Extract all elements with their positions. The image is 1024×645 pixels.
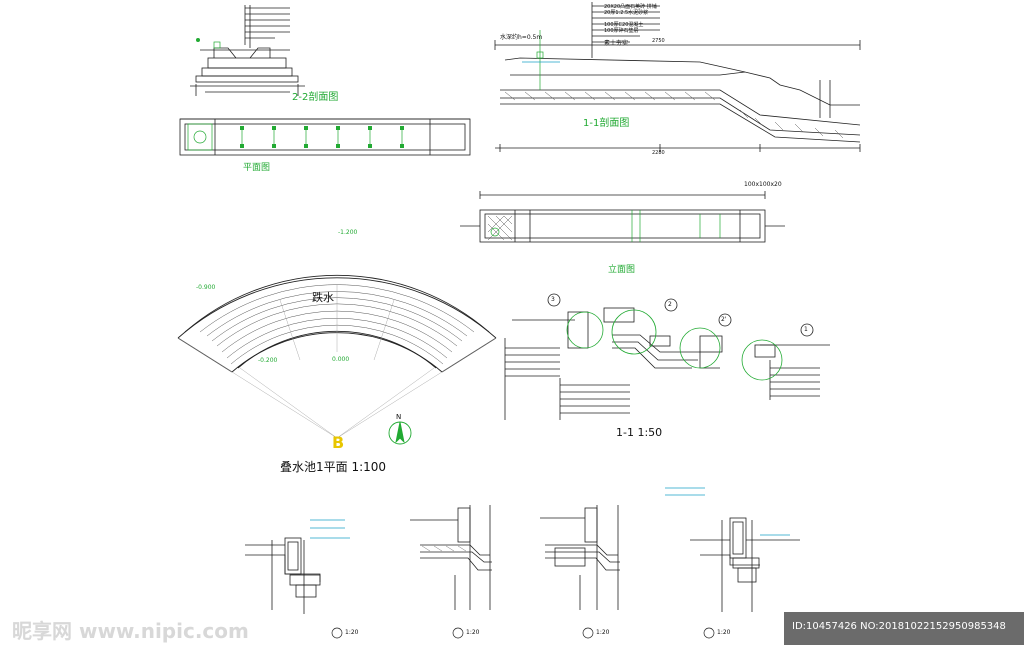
- fountain-plan: [177, 274, 497, 373]
- detail-1: [690, 517, 800, 612]
- section-2-2-title: 2-2剖面图: [292, 92, 339, 103]
- section-2-2: [190, 5, 305, 96]
- detail-2p: [540, 505, 620, 610]
- detail-markers: [547, 293, 814, 337]
- watermark-id: ID:10457426 NO:20181022152950985348: [792, 621, 1006, 632]
- detail-1-num: 1: [804, 326, 808, 333]
- section-1-50-title: 1-1 1:50: [616, 426, 663, 439]
- detail-3: [245, 537, 321, 614]
- detail-2-num: 2: [668, 301, 672, 308]
- elevation-drawing: [460, 191, 785, 243]
- detail-2: [410, 505, 492, 610]
- north-label: N: [396, 413, 402, 421]
- section-1-1: [494, 2, 861, 152]
- scale-2: 1:20: [466, 629, 480, 636]
- detail-3-num: 3: [551, 296, 555, 303]
- legend-4: 100厚碎石垫层: [604, 28, 639, 34]
- north-arrow: [388, 421, 412, 445]
- scale-3: 1:20: [345, 629, 359, 636]
- water-depth: 水深约h=0.5m: [500, 34, 543, 41]
- legend-5: 素土夯实: [604, 40, 629, 47]
- section-1-1-title: 1-1剖面图: [583, 118, 630, 129]
- legend-3: 100厚C20混凝土: [604, 22, 644, 28]
- id-bar: [784, 612, 1024, 645]
- elevation-green: [490, 210, 721, 242]
- elev-center: 0.000: [332, 356, 350, 363]
- dim-2750: 2750: [652, 38, 665, 44]
- fountain-plan-title: 叠水池1平面 1:100: [280, 460, 387, 474]
- fountain-radials: [177, 285, 497, 439]
- scale-2p: 1:20: [596, 629, 610, 636]
- elev-inner: -0.200: [258, 357, 278, 364]
- fountain-label: 跌水: [312, 291, 334, 304]
- watermark-site: 昵享网 www.nipic.com: [12, 619, 249, 643]
- section-1-50-green: [566, 309, 783, 381]
- section-1-1-green: [522, 30, 560, 90]
- plan-strip-green: [187, 123, 403, 151]
- section-1-1-hatch: [504, 91, 844, 139]
- elevation-title: 立面图: [608, 265, 636, 275]
- dim-100x100: 100x100x20: [744, 181, 782, 188]
- b-marker: B: [332, 433, 345, 452]
- plan-strip: [179, 118, 471, 156]
- detail-2p-num: 2': [721, 316, 727, 323]
- legend-2: 20厚1:2.5水泥砂浆: [604, 10, 649, 16]
- dim-2280: 2280: [652, 150, 665, 156]
- legend-1: 20X20凸面石英砖 拼铺: [604, 4, 657, 10]
- scale-1: 1:20: [717, 629, 731, 636]
- elev-top: -1.200: [338, 229, 358, 236]
- elevation-hatch: [487, 215, 513, 241]
- elev-left: -0.900: [196, 284, 216, 291]
- plan-title: 平面图: [243, 163, 271, 173]
